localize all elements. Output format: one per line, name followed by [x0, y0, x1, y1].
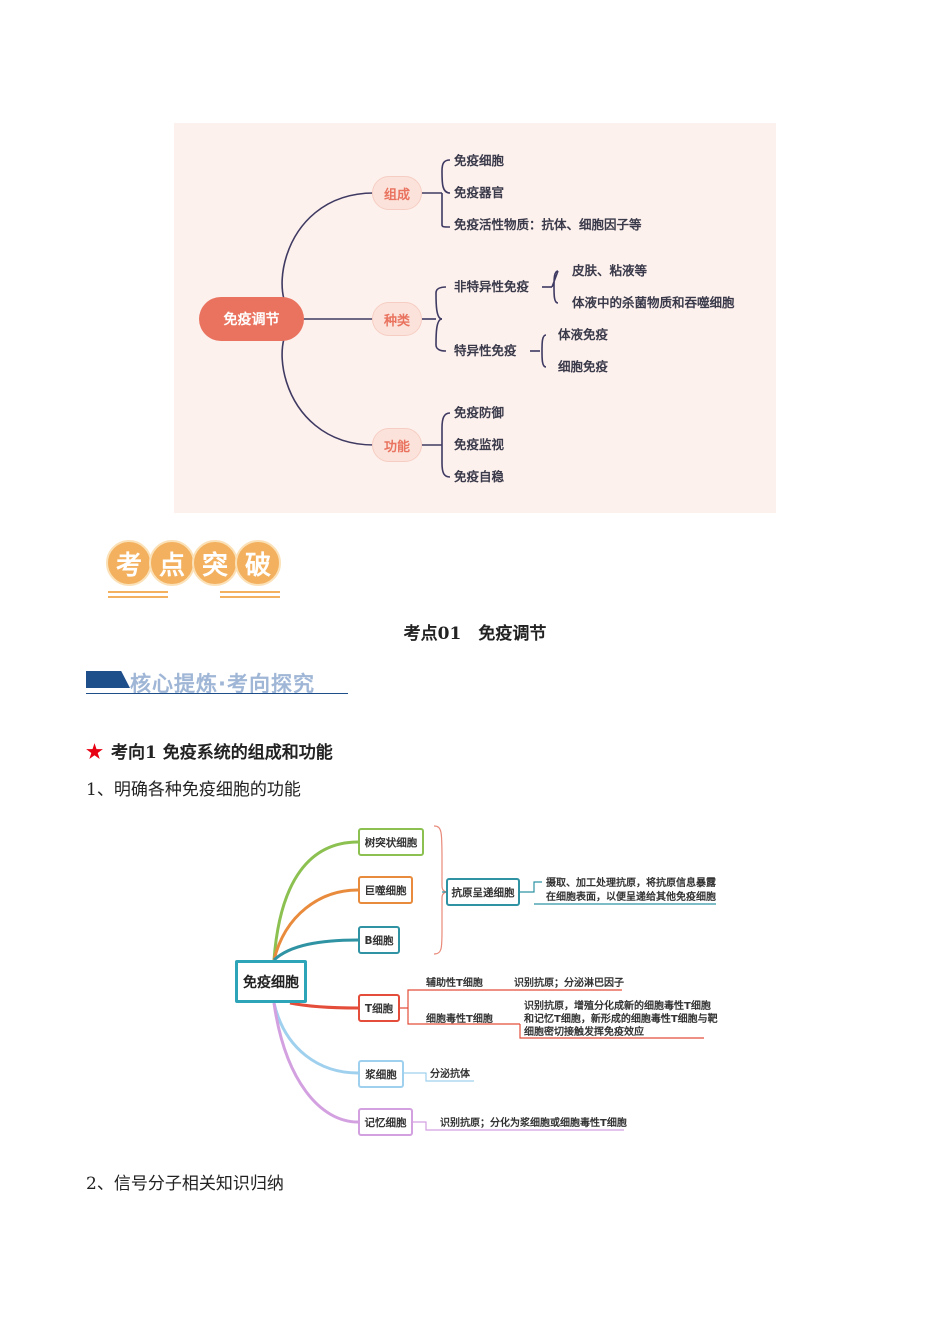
leaf-immune-organs: 免疫器官: [454, 185, 505, 200]
badge-underline: [220, 591, 280, 593]
leaf-homeostasis: 免疫自稳: [454, 469, 505, 484]
badge-underline: [108, 596, 168, 598]
immune-regulation-mindmap: 免疫调节 组成 种类 功能 免疫细胞 免疫器官 免疫活性物质：抗体、细胞因子等 …: [174, 123, 776, 513]
leaf-immune-cells: 免疫细胞: [454, 153, 505, 168]
t-cyto-desc: 和记忆T细胞，新形成的细胞毒性T细胞与靶: [524, 1014, 718, 1025]
branch-types: 种类: [372, 302, 422, 336]
leaf-immune-substances: 免疫活性物质：抗体、细胞因子等: [454, 217, 642, 232]
badge-char: 破: [235, 540, 281, 586]
leaf-specific: 特异性免疫: [454, 343, 517, 358]
t-cyto-label: 细胞毒性T细胞: [426, 1014, 493, 1025]
cell-map-connectors: [272, 825, 716, 1131]
t-helper-label: 辅助性T细胞: [426, 978, 483, 989]
mindmap-root: 免疫调节: [199, 297, 304, 341]
node-macrophage: 巨噬细胞: [358, 876, 413, 904]
core-heading: 核心提炼·考向探究: [130, 672, 315, 696]
cell-map-root: 免疫细胞: [235, 960, 307, 1003]
node-t-cell: T细胞: [358, 994, 400, 1022]
section-title: 考向1 免疫系统的组成和功能: [111, 743, 333, 763]
badge-underline: [220, 596, 280, 598]
badge-underline: [108, 591, 168, 593]
memory-desc: 识别抗原；分化为浆细胞或细胞毒性T细胞: [440, 1118, 627, 1129]
heading-bar: [86, 671, 130, 688]
plasma-desc: 分泌抗体: [430, 1069, 470, 1080]
node-memory-cell: 记忆细胞: [358, 1108, 413, 1136]
t-helper-desc: 识别抗原；分泌淋巴因子: [514, 978, 624, 989]
leaf-surveillance: 免疫监视: [454, 437, 505, 452]
node-dendritic-cell: 树突状细胞: [358, 828, 424, 856]
leaf-nonspecific: 非特异性免疫: [454, 279, 530, 294]
t-cyto-desc: 识别抗原，增殖分化成新的细胞毒性T细胞: [524, 1001, 711, 1012]
section-heading: ★ 考向1 免疫系统的组成和功能: [86, 738, 333, 763]
leaf-defense: 免疫防御: [454, 405, 505, 420]
heading-underline: [86, 693, 348, 694]
node-plasma-cell: 浆细胞: [358, 1060, 404, 1088]
leaf-humoral-substances: 体液中的杀菌物质和吞噬细胞: [572, 295, 735, 310]
badge-char: 考: [106, 540, 152, 586]
branch-functions: 功能: [372, 428, 422, 462]
apc-desc: 在细胞表面，以便呈递给其他免疫细胞: [546, 892, 716, 903]
badge-char: 点: [149, 540, 195, 586]
item-2: 2、信号分子相关知识归纳: [86, 1174, 284, 1194]
badge-char: 突: [192, 540, 238, 586]
core-heading-band: 核心提炼·考向探究: [86, 668, 348, 696]
node-apc: 抗原呈递细胞: [446, 878, 520, 906]
node-b-cell: B细胞: [358, 926, 400, 954]
t-cyto-desc: 细胞密切接触发挥免疫效应: [524, 1027, 644, 1038]
immune-cells-mindmap: 免疫细胞 树突状细胞 巨噬细胞 B细胞 T细胞 浆细胞 记忆细胞 抗原呈递细胞 …: [230, 820, 730, 1145]
star-icon: ★: [86, 741, 104, 763]
leaf-cellular-immunity: 细胞免疫: [558, 359, 609, 374]
leaf-humoral-immunity: 体液免疫: [558, 327, 609, 342]
branch-composition: 组成: [372, 176, 422, 210]
apc-desc: 摄取、加工处理抗原，将抗原信息暴露: [546, 878, 716, 889]
kaodian-title: 考点01 免疫调节: [403, 624, 547, 644]
kaodian-tupo-badge: 考 点 突 破: [104, 540, 284, 602]
item-1: 1、明确各种免疫细胞的功能: [86, 780, 301, 800]
leaf-skin-mucus: 皮肤、粘液等: [572, 263, 648, 278]
